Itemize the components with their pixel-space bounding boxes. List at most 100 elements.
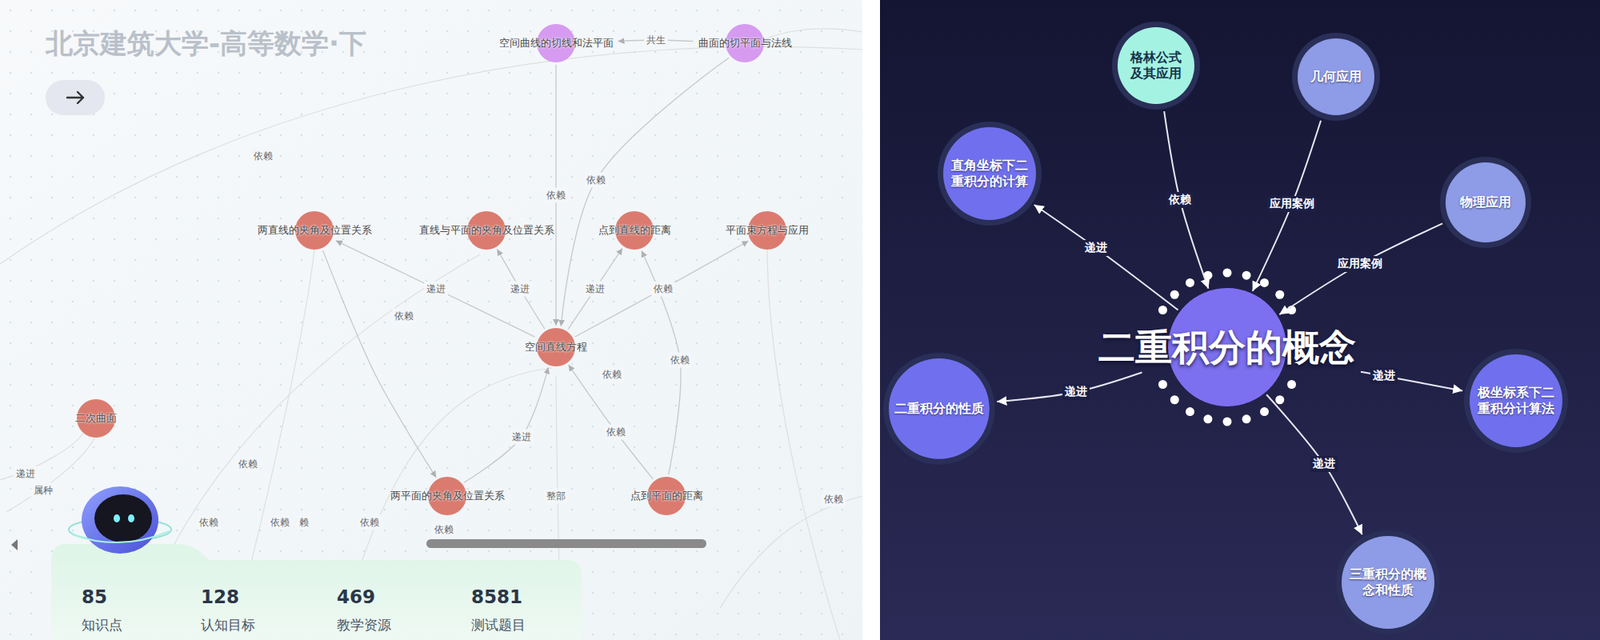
robot-mascot: [68, 486, 172, 554]
relation-label: 递进: [13, 466, 38, 482]
edge-label: 递进: [1310, 456, 1338, 472]
knowledge-node: 空间曲线的切线和法平面: [496, 24, 617, 63]
stat-number: 469: [336, 586, 376, 608]
relation-connector: [464, 367, 548, 483]
node-label: 平面束方程与应用: [725, 224, 809, 237]
ring-dot: [1203, 414, 1212, 424]
relation-connector: [568, 248, 623, 329]
node-label: 极坐标系下二重积分计算法: [1477, 384, 1555, 417]
stat-caption: 知识点: [81, 616, 123, 635]
relation-label: 依赖: [268, 515, 292, 531]
page-title: 北京建筑大学-高等数学·下: [45, 25, 367, 63]
ring-dot: [1260, 278, 1269, 288]
edge-label: 递进: [583, 281, 608, 297]
node-label: 点到直线的距离: [598, 224, 672, 237]
left-panel: [0, 0, 863, 640]
knowledge-node: 直线与平面的夹角及位置关系: [416, 211, 558, 250]
stat-number: 128: [200, 586, 240, 608]
node-label: 点到平面的距离: [630, 489, 704, 503]
node-label: 二次曲面: [75, 412, 117, 425]
relation-connector: [560, 57, 729, 326]
edge-label: 递进: [1082, 240, 1110, 256]
node-label: 曲面的切平面与法线: [698, 36, 792, 50]
edge-label: 应用案例: [1335, 256, 1385, 272]
right-panel: [880, 0, 1600, 640]
relation-label: 依赖: [251, 148, 276, 164]
stat-caption: 认知目标: [200, 616, 256, 635]
node-label: 空间曲线的切线和法平面: [499, 36, 614, 50]
knowledge-node: 两平面的夹角及位置关系: [387, 476, 508, 516]
edge-label: 递进: [1062, 384, 1090, 400]
knowledge-node: 平面束方程与应用: [722, 211, 812, 250]
relation-label: 属种: [31, 483, 56, 499]
edge-label: 共生: [644, 32, 668, 48]
ring-dot: [1275, 290, 1284, 300]
ring-dot: [1185, 278, 1195, 288]
ring-dot: [1170, 395, 1180, 404]
ring-dot: [1260, 407, 1269, 416]
ring-dot: [1287, 380, 1296, 389]
knowledge-node: 两直线的夹角及位置关系: [254, 211, 376, 250]
relation-label: 依赖: [821, 492, 846, 508]
stat-caption: 教学资源: [336, 616, 392, 635]
concept-circle: 直角坐标下二重积分的计算: [937, 121, 1042, 226]
concept-circle: 格林公式及其应用: [1112, 21, 1200, 110]
node-label: 二重积分的概念: [1098, 325, 1356, 369]
knowledge-node: 点到平面的距离: [627, 476, 707, 516]
knowledge-node: 空间直线方程: [521, 328, 591, 367]
relation-label: 依赖: [196, 515, 221, 531]
relation-connector: [1034, 204, 1179, 311]
edge-label: 依赖: [544, 188, 568, 204]
relation-label: 依赖: [432, 522, 456, 538]
concept-circle: 二重积分的概念: [1095, 288, 1360, 407]
ring-dot: [1185, 407, 1195, 416]
relation-connector: [1279, 223, 1443, 315]
ring-dot: [1158, 305, 1168, 315]
ring-dot: [1242, 414, 1252, 424]
stat-number: 85: [81, 586, 108, 608]
concept-circle: 几何应用: [1292, 32, 1380, 121]
node-label: 物理应用: [1460, 194, 1512, 211]
node-label: 空间直线方程: [524, 340, 588, 354]
relation-connector: [568, 364, 654, 480]
node-label: 几何应用: [1310, 68, 1362, 85]
node-label: 三重积分的概念和性质: [1349, 566, 1427, 599]
edge-label: 递进: [1370, 368, 1398, 384]
edge-label: 依赖: [651, 281, 676, 297]
ring-dot: [1275, 395, 1284, 404]
relation-connector: [323, 250, 437, 478]
ring-dot: [1170, 290, 1180, 300]
arrow-icon: [67, 92, 84, 104]
relation-connector: [996, 372, 1142, 403]
node-label: 直角坐标下二重积分的计算: [951, 157, 1028, 190]
concept-circle: 极坐标系下二重积分计算法: [1464, 348, 1568, 453]
relation-label: 赖: [296, 515, 312, 531]
relation-connector: [1164, 111, 1208, 289]
relation-connector: [575, 240, 749, 337]
relation-connector: [1252, 120, 1321, 292]
edge-label: 应用案例: [1267, 196, 1317, 212]
edge-label: 依赖: [668, 352, 692, 368]
scroll-left-icon: [11, 539, 18, 551]
relation-label: 依赖: [392, 308, 416, 324]
edge-label: 依赖: [604, 424, 628, 440]
relation-label: 依赖: [357, 515, 382, 531]
concept-circle: 物理应用: [1440, 156, 1532, 248]
relation-connector: [1266, 394, 1363, 535]
ring-dot: [1223, 268, 1232, 278]
dot-grid: [0, 0, 863, 640]
knowledge-node: 点到直线的距离: [595, 211, 675, 250]
node-label: 二重积分的性质: [894, 400, 984, 417]
edge-label: 递进: [424, 281, 448, 297]
edge-label: 依赖: [1166, 192, 1194, 208]
concept-circle: 三重积分的概念和性质: [1336, 530, 1440, 635]
relation-connector: [336, 240, 536, 337]
relation-label: 整部: [544, 488, 568, 504]
node-label: 两直线的夹角及位置关系: [257, 224, 372, 237]
relation-label: 依赖: [600, 367, 624, 383]
stat-caption: 测试题目: [471, 616, 526, 635]
relation-connector: [496, 248, 544, 329]
arrow-button: [45, 80, 105, 116]
ring-dot: [1158, 380, 1168, 389]
node-label: 格林公式及其应用: [1130, 49, 1182, 82]
